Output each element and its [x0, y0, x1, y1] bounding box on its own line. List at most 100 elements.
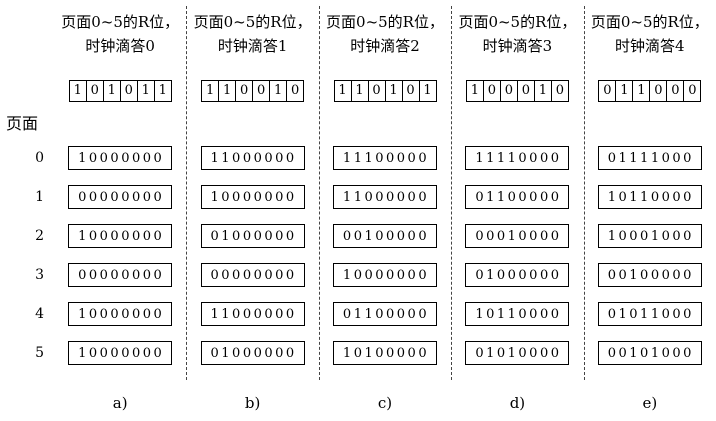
- counter-box-page-0: 01111000: [597, 146, 702, 170]
- header-line1: 页面0~5的R位，: [193, 13, 312, 31]
- r-bit-cell: 0: [119, 80, 138, 102]
- r-bit-cell: 1: [384, 80, 403, 102]
- counter-box-page-2: 00100000: [333, 224, 438, 248]
- row-label: 0: [35, 150, 44, 166]
- counter-box-page-0: 11110000: [465, 146, 570, 170]
- column-separator: [584, 6, 585, 380]
- r-bit-cell: 1: [68, 80, 87, 102]
- counter-box-page-3: 01000000: [465, 263, 570, 287]
- r-bit-cell: 1: [136, 80, 155, 102]
- counter-box-page-3: 00000000: [200, 263, 305, 287]
- column-tick-1: 页面0~5的R位， 时钟滴答1 1 1 0 0 1 0 11000000 100…: [186, 0, 318, 421]
- r-bit-cell: 1: [465, 80, 484, 102]
- column-header: 页面0~5的R位， 时钟滴答2: [326, 10, 444, 58]
- r-bits-register: 1 1 0 0 1 0: [201, 80, 305, 102]
- counter-box-page-2: 00010000: [465, 224, 570, 248]
- r-bit-cell: 1: [418, 80, 437, 102]
- r-bit-cell: 1: [632, 80, 651, 102]
- r-bit-cell: 0: [649, 80, 668, 102]
- column-footer-label: a): [112, 394, 128, 412]
- counter-box-page-1: 11000000: [333, 185, 438, 209]
- r-bit-cell: 1: [153, 80, 172, 102]
- counter-box-page-1: 10000000: [200, 185, 305, 209]
- row-label: 4: [35, 306, 44, 322]
- row-label: 1: [35, 189, 44, 205]
- header-line2: 时钟滴答0: [85, 37, 155, 55]
- r-bits-register: 1 1 0 1 0 1: [333, 80, 437, 102]
- counter-box-page-2: 10001000: [597, 224, 702, 248]
- header-line2: 时钟滴答4: [615, 37, 685, 55]
- r-bit-cell: 1: [269, 80, 288, 102]
- counter-box-page-1: 01100000: [465, 185, 570, 209]
- counter-box-page-5: 10000000: [68, 341, 173, 365]
- gutter-rbits-spacer: [0, 80, 54, 102]
- r-bit-cell: 0: [252, 80, 271, 102]
- r-bit-cell: 1: [102, 80, 121, 102]
- column-header: 页面0~5的R位， 时钟滴答0: [61, 10, 179, 58]
- column-footer-label: d): [509, 394, 526, 412]
- header-line1: 页面0~5的R位，: [61, 13, 180, 31]
- column-tick-0: 页面0~5的R位， 时钟滴答0 1 0 1 0 1 1 10000000 000…: [54, 0, 186, 421]
- r-bit-cell: 0: [499, 80, 518, 102]
- r-bit-cell: 0: [683, 80, 702, 102]
- counter-box-page-2: 01000000: [200, 224, 305, 248]
- header-line2: 时钟滴答2: [350, 37, 420, 55]
- r-bit-cell: 1: [218, 80, 237, 102]
- r-bit-cell: 1: [350, 80, 369, 102]
- gutter-header-spacer: [0, 10, 54, 58]
- counter-box-page-4: 01100000: [333, 302, 438, 326]
- header-line1: 页面0~5的R位，: [326, 13, 444, 31]
- column-header: 页面0~5的R位， 时钟滴答1: [194, 10, 312, 58]
- row-label: 3: [35, 267, 44, 283]
- header-line2: 时钟滴答3: [482, 37, 553, 55]
- page-label: 页面: [6, 114, 39, 133]
- counter-box-page-0: 11000000: [200, 146, 305, 170]
- r-bit-cell: 1: [533, 80, 552, 102]
- counter-box-page-0: 11100000: [333, 146, 438, 170]
- column-header: 页面0~5的R位， 时钟滴答3: [458, 10, 576, 58]
- r-bit-cell: 1: [615, 80, 634, 102]
- r-bit-cell: 0: [516, 80, 535, 102]
- counter-box-page-1: 10110000: [597, 185, 702, 209]
- r-bit-cell: 0: [482, 80, 501, 102]
- row-label: 5: [35, 345, 44, 361]
- r-bit-cell: 0: [401, 80, 420, 102]
- row-label: 2: [35, 228, 44, 244]
- counter-box-page-5: 01010000: [465, 341, 570, 365]
- r-bit-cell: 1: [201, 80, 220, 102]
- r-bit-cell: 1: [333, 80, 352, 102]
- column-separator: [319, 6, 320, 380]
- r-bits-register: 1 0 0 0 1 0: [465, 80, 569, 102]
- row-label-gutter: 页面 0 1 2 3 4 5: [0, 0, 54, 421]
- column-separator: [186, 6, 187, 380]
- counter-box-page-3: 10000000: [333, 263, 438, 287]
- counter-box-page-4: 01011000: [597, 302, 702, 326]
- counter-box-page-5: 00101000: [597, 341, 702, 365]
- counter-box-page-1: 00000000: [68, 185, 173, 209]
- r-bit-cell: 0: [286, 80, 305, 102]
- counter-box-page-2: 10000000: [68, 224, 173, 248]
- r-bits-register: 1 0 1 0 1 1: [68, 80, 172, 102]
- counter-box-page-4: 11000000: [200, 302, 305, 326]
- r-bit-cell: 0: [666, 80, 685, 102]
- counter-box-page-4: 10110000: [465, 302, 570, 326]
- column-footer-label: b): [244, 394, 261, 412]
- counter-box-page-4: 10000000: [68, 302, 173, 326]
- header-line1: 页面0~5的R位，: [458, 13, 577, 31]
- counter-box-page-5: 01000000: [200, 341, 305, 365]
- r-bit-cell: 0: [85, 80, 104, 102]
- r-bit-cell: 0: [235, 80, 254, 102]
- column-tick-3: 页面0~5的R位， 时钟滴答3 1 0 0 0 1 0 11110000 011…: [451, 0, 583, 421]
- column-footer-label: c): [377, 394, 393, 412]
- column-separator: [451, 6, 452, 380]
- counter-box-page-3: 00000000: [68, 263, 173, 287]
- counter-box-page-5: 10100000: [333, 341, 438, 365]
- r-bit-cell: 0: [598, 80, 617, 102]
- column-header: 页面0~5的R位， 时钟滴答4: [591, 10, 709, 58]
- r-bits-register: 0 1 1 0 0 0: [598, 80, 702, 102]
- counter-box-page-0: 10000000: [68, 146, 173, 170]
- column-tick-2: 页面0~5的R位， 时钟滴答2 1 1 0 1 0 1 11100000 110…: [319, 0, 451, 421]
- column-footer-label: e): [642, 394, 658, 412]
- counter-box-page-3: 00100000: [597, 263, 702, 287]
